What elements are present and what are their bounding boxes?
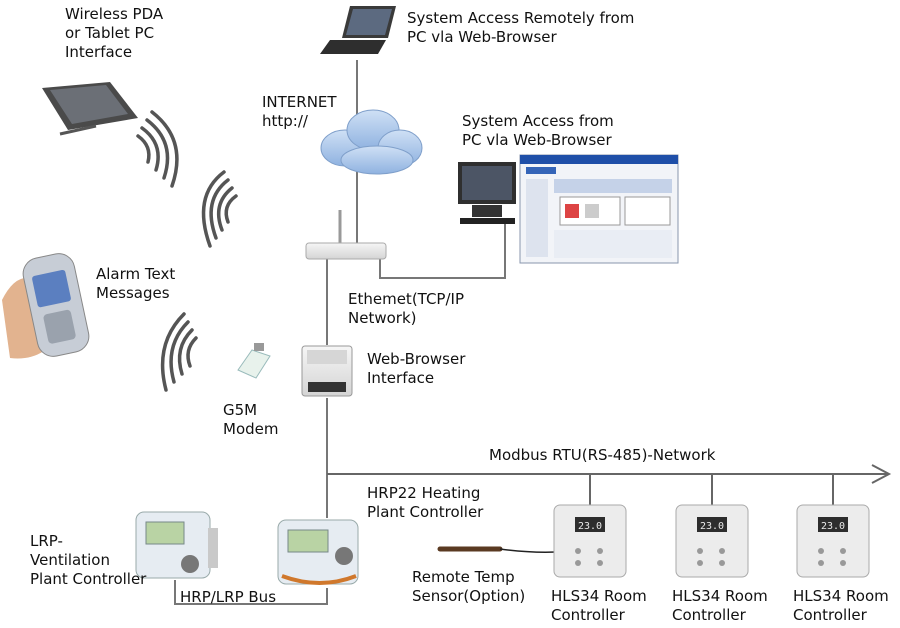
thermostat-icon: 23.0: [796, 504, 870, 578]
desktop-pc-icon: [458, 162, 516, 224]
web-browser-interface-label: Web-Browser Interface: [367, 350, 466, 387]
laptop-icon: [320, 6, 396, 54]
browser-window-screenshot: [519, 154, 679, 264]
modbus-network-label: Modbus RTU(RS-485)-Network: [489, 446, 716, 464]
thermostat-display: 23.0: [821, 521, 845, 532]
hrp22-controller-icon: [277, 519, 359, 585]
gsm-modem-icon: [237, 343, 271, 379]
modbus-network-line: [327, 464, 892, 505]
tablet-icon: [42, 82, 138, 136]
hrp22-label: HRP22 Heating Plant Controller: [367, 484, 484, 521]
ethernet-label: Ethemet(TCP/IP Network): [348, 290, 464, 327]
pda-label: Wireless PDA or Tablet PC Interface: [65, 5, 164, 61]
alarm-messages-label: Alarm Text Messages: [96, 265, 176, 302]
thermostat-display: 23.0: [700, 521, 724, 532]
router-icon: [305, 210, 387, 260]
gsm-modem-label: G5M Modem: [223, 401, 279, 438]
temperature-sensor-icon: [437, 546, 557, 553]
local-access-label: System Access from PC vla Web-Browser: [462, 112, 614, 149]
hrp-lrp-bus-label: HRP/LRP Bus: [180, 588, 277, 606]
remote-access-label: System Access Remotely from PC vla Web-B…: [407, 9, 635, 46]
hrp-lrp-bus-link: [174, 580, 328, 605]
cloud-icon: [320, 109, 423, 175]
remote-temp-sensor-label: Remote Temp Sensor(Option): [412, 568, 526, 605]
wireless-signal-icon: [136, 110, 179, 188]
mobile-phone-icon: [2, 253, 90, 359]
wireless-signal-icon: [160, 312, 198, 392]
lrp-controller-icon: [135, 511, 218, 579]
hls34-controller-label: HLS34 Room Controller: [672, 587, 768, 624]
thermostat-display: 23.0: [578, 521, 602, 532]
lrp-label: LRP- Ventilation Plant Controller: [30, 532, 147, 588]
wireless-signal-icon: [201, 170, 238, 248]
ethernet-link: [379, 222, 506, 279]
hls34-controller-label: HLS34 Room Controller: [793, 587, 889, 624]
internet-label: INTERNET http://: [262, 93, 337, 130]
web-browser-module-icon: [301, 345, 353, 397]
thermostat-icon: 23.0: [553, 504, 627, 578]
thermostat-icon: 23.0: [675, 504, 749, 578]
connection-lines: [174, 60, 506, 605]
hls34-controller-label: HLS34 Room Controller: [551, 587, 647, 624]
